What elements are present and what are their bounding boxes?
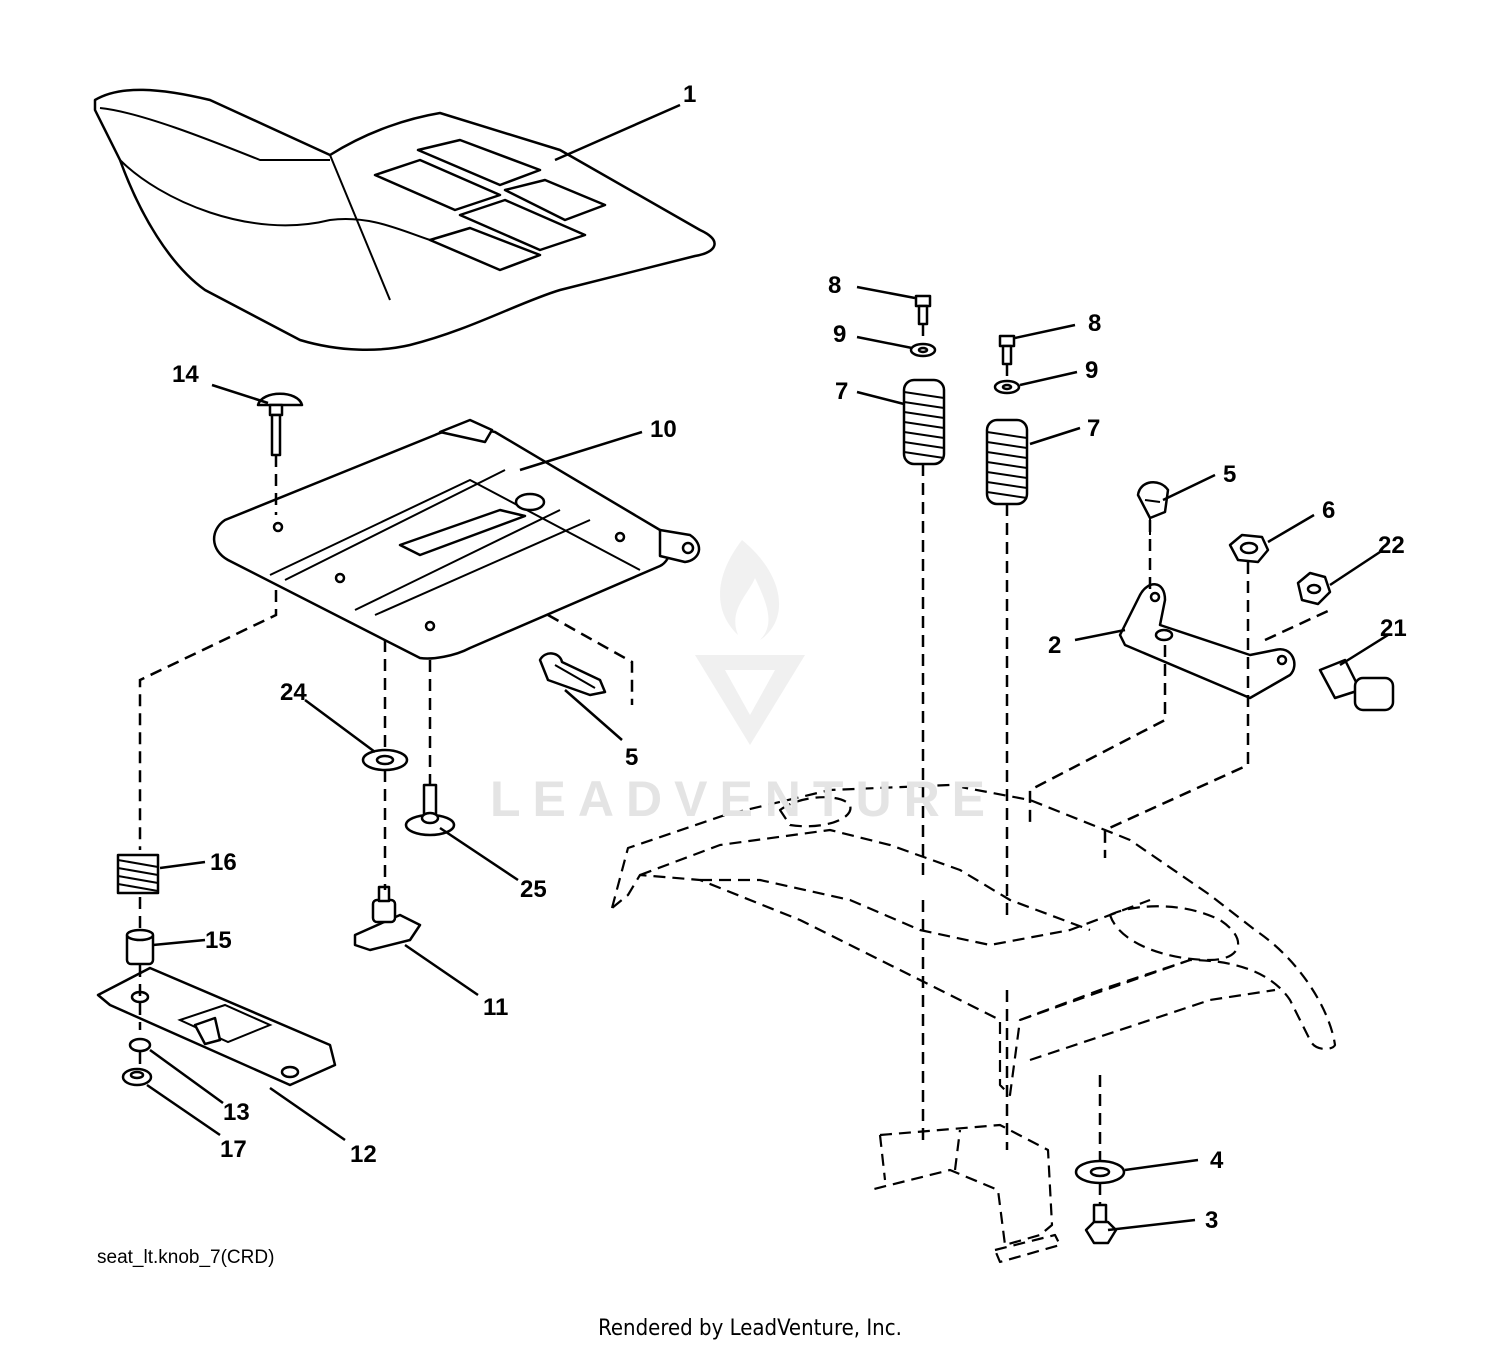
callout-8-right: 8 [1088,310,1101,337]
hairpin-clip-left [538,652,607,697]
hairpin-clip-right [1136,481,1170,535]
callout-17: 17 [220,1136,247,1163]
render-credit-footer: Rendered by LeadVenture, Inc. [598,1316,902,1341]
callout-5-right: 5 [1223,461,1236,488]
carriage-bolt [256,392,304,457]
flange-nut [1296,571,1332,606]
callout-22: 22 [1378,532,1405,559]
bushing [125,928,155,966]
spring-right [985,418,1029,506]
seat [93,88,716,351]
flat-washer [361,748,409,772]
spring-small [116,853,160,895]
callout-1: 1 [683,81,696,108]
callout-labels: 1 14 10 24 5 25 16 15 11 13 17 12 8 9 7 … [172,81,1407,1234]
shoulder-bolt [404,783,456,837]
pivot-bracket [1118,583,1296,700]
callout-11: 11 [483,994,508,1021]
diagram-caption: seat_lt.knob_7(CRD) [97,1247,275,1268]
seat-pan [212,418,701,660]
watermark-logo [695,540,805,745]
lock-washer [128,1037,152,1053]
callout-14: 14 [172,361,199,388]
seat-adjust-knob [353,885,422,952]
callout-7-right: 7 [1087,415,1100,442]
callout-15: 15 [205,927,232,954]
spring-left [902,378,946,466]
callout-13: 13 [223,1099,250,1126]
callout-21: 21 [1380,615,1407,642]
watermark-text: LEADVENTURE [490,771,998,827]
callout-6: 6 [1322,497,1335,524]
callout-3: 3 [1205,1207,1218,1234]
callout-25: 25 [520,876,547,903]
callout-16: 16 [210,849,237,876]
callout-10: 10 [650,416,677,443]
callout-4: 4 [1210,1147,1224,1174]
hex-bolt [1084,1203,1118,1245]
callout-5-left: 5 [625,744,638,771]
flat-washer-right [1074,1159,1126,1185]
callout-8-left: 8 [828,272,841,299]
shoulder-bolt-right [1318,658,1395,712]
washer-right [993,379,1021,395]
callout-24: 24 [280,679,307,706]
bolt-right [998,334,1016,366]
bolt-left [914,294,932,326]
callout-2: 2 [1048,632,1061,659]
hex-nut [121,1067,153,1087]
leader-lines [146,103,1389,1232]
assembly-lines [138,324,1331,1205]
callout-12: 12 [350,1141,377,1168]
washer-left [909,342,937,358]
callout-9-right: 9 [1085,357,1098,384]
seat-slide-bracket [96,966,337,1087]
callout-7-left: 7 [835,378,848,405]
tractor-frame-reference [610,783,1337,1264]
callout-9-left: 9 [833,321,846,348]
lock-nut [1228,533,1270,564]
